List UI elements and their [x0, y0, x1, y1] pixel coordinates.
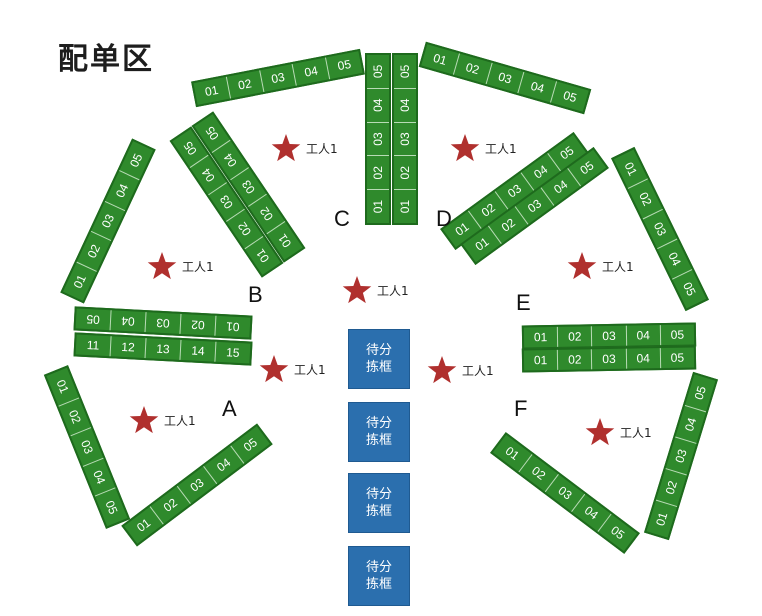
sorting-box: 待分 拣框 [348, 546, 410, 606]
shelf-slot: 04 [367, 87, 389, 122]
shelf-slot: 03 [259, 63, 298, 92]
worker-star-icon [585, 418, 615, 446]
worker-star-icon [259, 355, 289, 383]
shelf-slot: 01 [214, 315, 251, 338]
sorting-box: 待分 拣框 [348, 329, 410, 389]
shelf-slot: 14 [180, 339, 217, 362]
worker-star-icon [567, 252, 597, 280]
shelf-slot: 04 [626, 348, 661, 369]
zone-label-a: A [222, 396, 237, 421]
shelf-slot: 01 [646, 499, 678, 538]
shelf-slot: 02 [558, 349, 593, 370]
worker-label: 工人1 [306, 142, 338, 156]
shelf-slot: 02 [558, 326, 593, 347]
worker-star-icon [427, 356, 457, 384]
sorting-box: 待分 拣框 [348, 473, 410, 533]
shelf-slot: 03 [394, 121, 416, 156]
sorting-box-line-1: 待分 [365, 416, 392, 431]
sorting-box-line-2: 拣框 [365, 504, 392, 519]
worker-star-icon [342, 276, 372, 304]
shelf-slot: 05 [670, 350, 685, 365]
worker-label: 工人1 [164, 414, 196, 428]
worker-label: 工人1 [602, 260, 634, 274]
shelf-slot: 02 [394, 155, 416, 190]
shelf-slot: 11 [75, 334, 112, 357]
shelf-slot: 03 [592, 325, 627, 347]
shelf-slot: 01 [523, 349, 559, 371]
shelf-slot: 05 [398, 64, 412, 79]
shelf-slot: 04 [292, 57, 331, 86]
worker-label: 工人1 [462, 364, 494, 378]
zone-label-e: E [516, 290, 531, 315]
zone-label-f: F [514, 396, 528, 421]
sorting-box-line-2: 拣框 [365, 433, 392, 448]
shelf-slot: 15 [225, 345, 240, 361]
shelf-slot: 01 [193, 76, 231, 105]
shelf-slot: 03 [367, 121, 389, 156]
worker-label: 工人1 [620, 426, 652, 440]
worker-star-icon [147, 252, 177, 280]
shelf-slot: 04 [626, 325, 661, 346]
worker-star-icon [450, 134, 480, 162]
worker-label: 工人1 [485, 142, 517, 156]
shelf-slot: 05 [371, 64, 385, 79]
shelf-slot: 04 [394, 87, 416, 122]
shelf-slot: 05 [86, 311, 101, 327]
worker-label: 工人1 [182, 260, 214, 274]
zone-label-c: C [334, 206, 350, 231]
worker-star-icon [129, 406, 159, 434]
shelf-slot: 01 [394, 189, 416, 223]
shelf-slot: 05 [670, 327, 685, 342]
sorting-box-line-1: 待分 [365, 560, 392, 575]
shelf-slot: 05 [691, 384, 709, 402]
shelf-slot: 05 [561, 88, 579, 106]
shelf-slot: 02 [179, 313, 216, 336]
page-title: 配单区 [58, 42, 154, 77]
shelf-slot: 03 [665, 436, 697, 475]
sorting-box-line-1: 待分 [365, 487, 392, 502]
shelf-slot: 12 [110, 336, 147, 359]
sorting-box-line-2: 拣框 [365, 577, 392, 592]
shelf-slot: 04 [109, 310, 146, 333]
shelf-slot: 05 [102, 498, 121, 517]
shelf-slot: 01 [523, 326, 559, 348]
shelf-slot: 04 [675, 404, 707, 443]
zone-label-d: D [436, 206, 452, 231]
worker-label: 工人1 [377, 284, 409, 298]
shelf-slot: 13 [145, 338, 182, 360]
shelf-slot: 01 [367, 189, 389, 223]
sorting-box: 待分 拣框 [348, 402, 410, 462]
shelf-slot: 03 [144, 312, 181, 334]
shelf-slot: 05 [680, 279, 699, 299]
sorting-box-line-1: 待分 [365, 343, 392, 358]
worker-label: 工人1 [294, 363, 326, 377]
sorting-box-line-2: 拣框 [365, 360, 392, 375]
shelf-slot: 05 [336, 56, 353, 74]
shelf-slot: 03 [592, 348, 627, 370]
worker-star-icon [271, 134, 301, 162]
zone-label-b: B [248, 282, 263, 307]
shelf-slot: 02 [226, 70, 264, 99]
shelf-slot: 02 [656, 468, 687, 507]
shelf-slot: 02 [367, 155, 389, 190]
